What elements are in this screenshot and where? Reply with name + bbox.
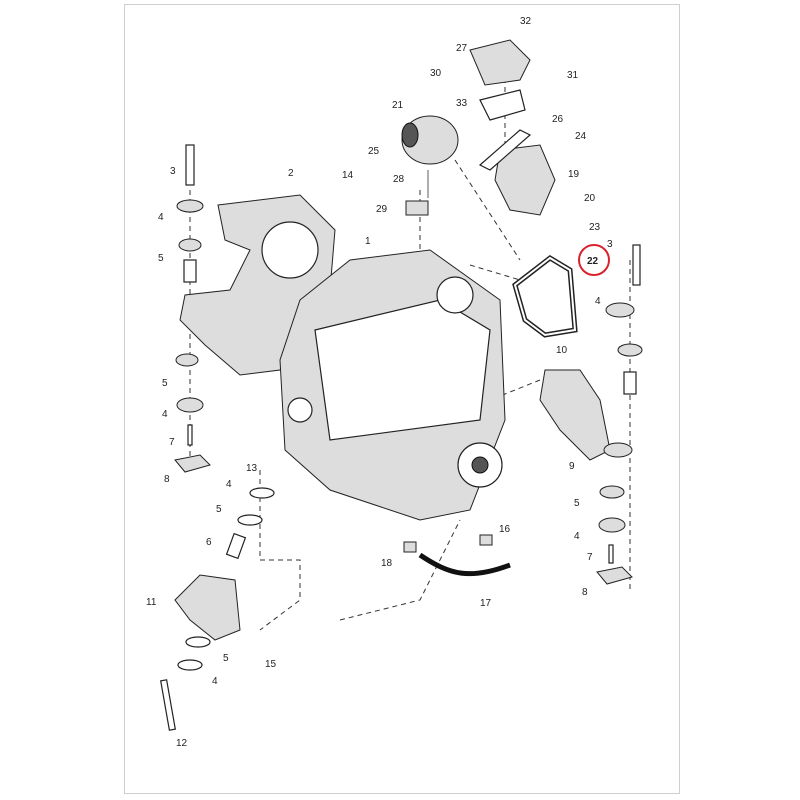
right-mount-stack — [539, 244, 643, 585]
alternator — [401, 115, 459, 165]
callout: 10 — [556, 345, 568, 356]
callout: 4 — [226, 479, 232, 490]
bracket-33 — [479, 89, 526, 121]
callout: 27 — [456, 43, 468, 54]
engine-head — [314, 299, 491, 441]
callout: 5 — [574, 498, 580, 509]
callout: 24 — [575, 131, 587, 142]
callout-highlighted: 22 — [587, 256, 599, 267]
callout: 1 — [365, 236, 371, 247]
callout: 28 — [393, 174, 405, 185]
callout: 4 — [158, 212, 164, 223]
callout: 4 — [212, 676, 218, 687]
callout: 4 — [162, 409, 168, 420]
spacer-29 — [405, 200, 429, 216]
callout: 17 — [480, 598, 492, 609]
fitting-16 — [479, 534, 493, 546]
callout: 26 — [552, 114, 564, 125]
callout: 7 — [587, 552, 593, 563]
callout: 5 — [223, 653, 229, 664]
engine-port — [287, 397, 313, 423]
callout: 31 — [567, 70, 579, 81]
callout: 3 — [607, 239, 613, 250]
callout: 7 — [169, 437, 175, 448]
oil-hose — [418, 552, 511, 577]
belt-tensioner-bracket — [494, 144, 556, 216]
callout: 3 — [170, 166, 176, 177]
callout: 16 — [499, 524, 511, 535]
callout: 8 — [582, 587, 588, 598]
callout: 14 — [342, 170, 354, 181]
left-mount-stack — [174, 144, 211, 473]
housing-bore — [261, 221, 319, 279]
callout: 9 — [569, 461, 575, 472]
callout: 11 — [146, 597, 157, 608]
callout: 5 — [162, 378, 168, 389]
callout: 13 — [246, 463, 258, 474]
callout: 15 — [265, 659, 277, 670]
callout: 21 — [392, 100, 404, 111]
turbo — [436, 276, 474, 314]
callout-labels: 32 27 30 31 21 33 26 24 25 19 20 28 29 2… — [146, 16, 613, 749]
callout: 29 — [376, 204, 388, 215]
front-mount-stack — [160, 487, 275, 731]
callout: 8 — [164, 474, 170, 485]
callout: 33 — [456, 98, 468, 109]
callout: 2 — [288, 168, 294, 179]
callout: 5 — [216, 504, 222, 515]
callout: 20 — [584, 193, 596, 204]
crank-hub — [471, 456, 489, 474]
callout: 32 — [520, 16, 532, 27]
callout: 12 — [176, 738, 188, 749]
highlight-circle — [578, 244, 610, 276]
callout: 18 — [381, 558, 393, 569]
callout: 30 — [430, 68, 442, 79]
callout: 6 — [206, 537, 212, 548]
callout: 23 — [589, 222, 601, 233]
drive-belt — [512, 254, 578, 338]
callout: 19 — [568, 169, 580, 180]
callout: 25 — [368, 146, 380, 157]
alternator-bracket-top — [469, 39, 531, 86]
callout: 4 — [574, 531, 580, 542]
callout: 4 — [595, 296, 601, 307]
adjuster-bar — [478, 129, 532, 171]
fitting-18 — [403, 541, 417, 553]
callout: 5 — [158, 253, 164, 264]
